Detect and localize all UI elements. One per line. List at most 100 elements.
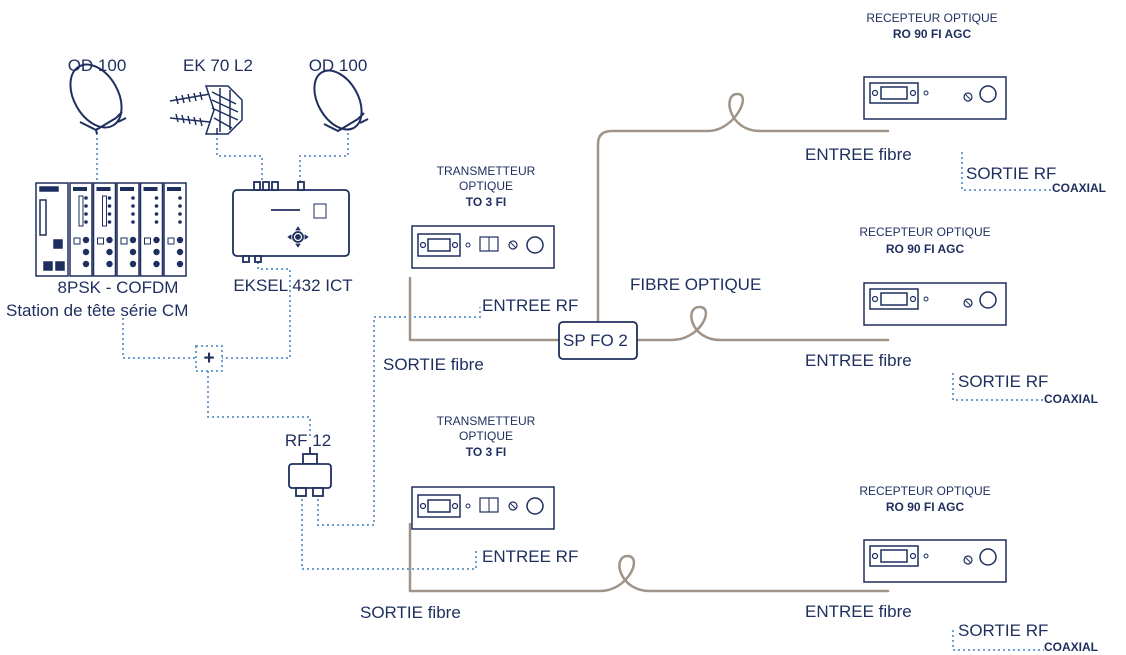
receiver-1-title: RECEPTEUR OPTIQUE xyxy=(866,11,998,25)
headend-module-port xyxy=(82,236,90,244)
transmitter-1-title-line1: TRANSMETTEUR xyxy=(436,164,536,178)
coax-rf12-to-to2 xyxy=(301,494,477,570)
ro-screw-left xyxy=(871,89,879,97)
spfo2-box xyxy=(558,321,638,360)
rf12-out-right xyxy=(312,487,324,497)
transmitter-1-model: TO 3 FI xyxy=(465,195,507,209)
to-pot-slot xyxy=(509,502,517,510)
ro-fibre-port-inner xyxy=(880,86,908,100)
headend-module-jack xyxy=(97,237,104,245)
dish-left-label: OD 100 xyxy=(67,56,127,75)
coax-headend-to-combiner xyxy=(122,318,196,359)
eksel-navpad-arrows xyxy=(287,226,309,248)
headend-module-led xyxy=(154,204,159,208)
fibre-spfo2-to-r2 xyxy=(635,305,890,342)
headend-module-port xyxy=(176,236,184,244)
headend-rack xyxy=(35,182,69,277)
headend-module-slot xyxy=(78,195,84,227)
headend-module-port xyxy=(176,260,184,268)
ro-led xyxy=(923,296,929,302)
ro-knob xyxy=(979,548,997,566)
transmitter-2-title-line2: OPTIQUE xyxy=(458,429,514,443)
to-screw-right xyxy=(451,502,459,510)
headend-module-jack xyxy=(120,237,128,245)
receiver-1-output-type: COAXIAL xyxy=(1052,181,1106,195)
eksel-name: EKSEL 432 ICT xyxy=(233,276,353,295)
ro-knob xyxy=(979,85,997,103)
headend-module-led xyxy=(154,196,159,200)
headend-module-port xyxy=(106,260,113,268)
eksel-connector-2 xyxy=(262,181,270,191)
headend-module-port xyxy=(176,248,184,256)
headend-module-jack xyxy=(144,237,151,245)
headend-module-led xyxy=(131,220,135,224)
transmitter-1-input: ENTREE RF xyxy=(482,296,579,315)
transmitter-1-title-line2: OPTIQUE xyxy=(458,179,514,193)
ro-fibre-port-inner xyxy=(880,549,908,563)
rf12-splitter xyxy=(288,447,332,497)
headend-module-label xyxy=(73,187,87,191)
rf12-top-connector xyxy=(302,453,318,465)
ro-pot-slot xyxy=(964,299,972,307)
receiver-1-output: SORTIE RF xyxy=(966,164,1057,183)
ro-led xyxy=(923,553,929,559)
headend-module-label xyxy=(96,187,111,191)
headend-module-led xyxy=(154,212,159,216)
receiver-2-title: RECEPTEUR OPTIQUE xyxy=(859,225,991,239)
coax-dish-right-to-eksel xyxy=(299,133,349,183)
headend-psu-port-1 xyxy=(53,239,63,249)
to-led xyxy=(465,503,471,509)
headend-psu-port-3 xyxy=(55,261,65,271)
to-pot-slot xyxy=(509,241,517,249)
rf12-label: RF 12 xyxy=(284,431,332,450)
headend-module-port xyxy=(153,260,160,268)
receiver-3-output: SORTIE RF xyxy=(958,621,1049,640)
headend-psu-label xyxy=(39,186,59,192)
headend-subtitle: Station de tête série CM xyxy=(6,301,189,320)
transmitter-2-output: SORTIE fibre xyxy=(360,603,461,622)
headend-module-led xyxy=(178,212,182,216)
ro-pot-slot xyxy=(964,93,972,101)
headend-module-port xyxy=(129,260,137,268)
dish-right-label: OD 100 xyxy=(308,56,368,75)
coax-combiner-to-rf12 xyxy=(207,371,311,437)
rf12-out-left xyxy=(295,487,307,497)
headend-module-led xyxy=(131,204,135,208)
headend-name: 8PSK - COFDM xyxy=(57,278,179,297)
dish-left-lnb xyxy=(115,111,127,123)
eksel-connector-3 xyxy=(271,181,279,191)
to-fibre-port-inner xyxy=(427,238,451,252)
yagi-reflector-grid xyxy=(211,88,239,132)
dish-right-lnb xyxy=(357,112,369,124)
to-fibre-port-inner xyxy=(427,499,451,513)
eksel-output-2 xyxy=(254,255,262,263)
headend-module-port xyxy=(129,236,137,244)
eksel-body xyxy=(232,189,350,257)
receiver-1-input: ENTREE fibre xyxy=(805,145,912,164)
eksel-432 xyxy=(232,181,350,263)
headend-module-port xyxy=(106,248,113,256)
headend-module-led xyxy=(107,204,112,208)
headend-module-led xyxy=(107,212,112,216)
coax-eksel-to-combiner xyxy=(222,262,291,359)
to-knob xyxy=(526,497,544,515)
eksel-logo xyxy=(313,203,327,219)
fibre-links xyxy=(408,92,890,593)
headend-module-label xyxy=(167,187,181,191)
dish-left-mast xyxy=(95,129,98,135)
headend-module-led xyxy=(107,196,112,200)
headend-module xyxy=(139,182,164,277)
eksel-navpad-center xyxy=(295,234,301,240)
headend-module-led xyxy=(178,204,182,208)
headend-module-port xyxy=(106,236,113,244)
headend-module-port xyxy=(153,236,160,244)
receiver-2-input: ENTREE fibre xyxy=(805,351,912,370)
to-screw-left xyxy=(419,502,427,510)
headend-module xyxy=(116,182,140,277)
headend-module-label xyxy=(143,187,158,191)
receiver-2-model: RO 90 FI AGC xyxy=(885,242,965,256)
ro-knob xyxy=(979,291,997,309)
headend-module xyxy=(69,182,93,277)
ro-screw-left xyxy=(871,295,879,303)
